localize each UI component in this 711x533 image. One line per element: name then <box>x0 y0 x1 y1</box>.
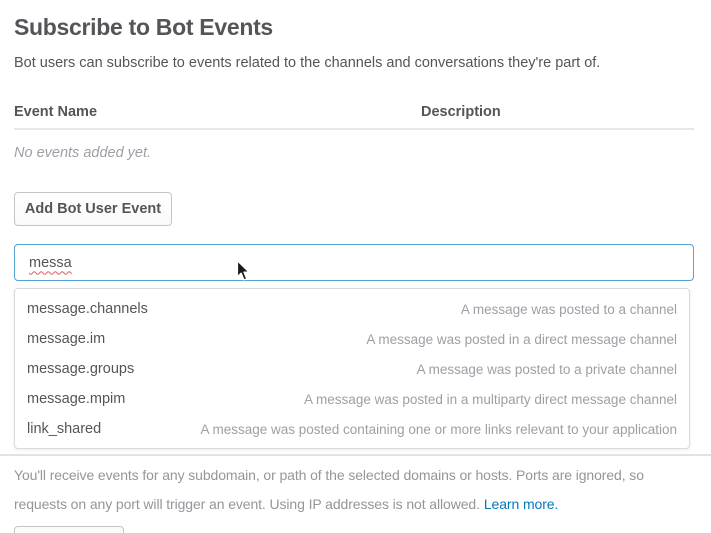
dropdown-item-message-groups[interactable]: message.groups A message was posted to a… <box>15 354 689 384</box>
add-bot-user-event-button[interactable]: Add Bot User Event <box>14 192 172 226</box>
dropdown-item-message-channels[interactable]: message.channels A message was posted to… <box>15 294 689 324</box>
event-description: A message was posted containing one or m… <box>200 421 677 437</box>
empty-state-text: No events added yet. <box>14 145 152 161</box>
events-help-text: You'll receive events for any subdomain,… <box>14 461 711 519</box>
column-header-description: Description <box>421 104 501 120</box>
help-text-line-2: requests on any port will trigger an eve… <box>14 496 480 512</box>
event-name: link_shared <box>27 421 102 437</box>
event-description: A message was posted in a direct message… <box>366 331 677 347</box>
section-divider <box>0 454 711 456</box>
event-description: A message was posted to a channel <box>460 301 677 317</box>
column-header-event-name: Event Name <box>14 104 98 120</box>
partial-bottom-button[interactable] <box>14 526 124 533</box>
event-description: A message was posted in a multiparty dir… <box>304 391 677 407</box>
event-name: message.channels <box>27 301 148 317</box>
events-table-header: Event Name Description <box>14 104 694 120</box>
event-search-input-value: messa <box>29 254 72 271</box>
page-title: Subscribe to Bot Events <box>14 14 273 40</box>
event-search-input[interactable]: messa <box>14 244 694 281</box>
page-subtitle: Bot users can subscribe to events relate… <box>14 55 601 71</box>
event-name: message.mpim <box>27 391 126 407</box>
dropdown-item-message-mpim[interactable]: message.mpim A message was posted in a m… <box>15 384 689 414</box>
dropdown-item-link-shared[interactable]: link_shared A message was posted contain… <box>15 414 689 444</box>
learn-more-link[interactable]: Learn more. <box>483 496 559 512</box>
event-suggestions-dropdown: message.channels A message was posted to… <box>14 288 690 449</box>
event-name: message.im <box>27 331 106 347</box>
event-name: message.groups <box>27 361 135 377</box>
event-description: A message was posted to a private channe… <box>416 361 677 377</box>
help-text-line-1: You'll receive events for any subdomain,… <box>14 467 644 483</box>
table-header-divider <box>14 128 694 130</box>
dropdown-item-message-im[interactable]: message.im A message was posted in a dir… <box>15 324 689 354</box>
